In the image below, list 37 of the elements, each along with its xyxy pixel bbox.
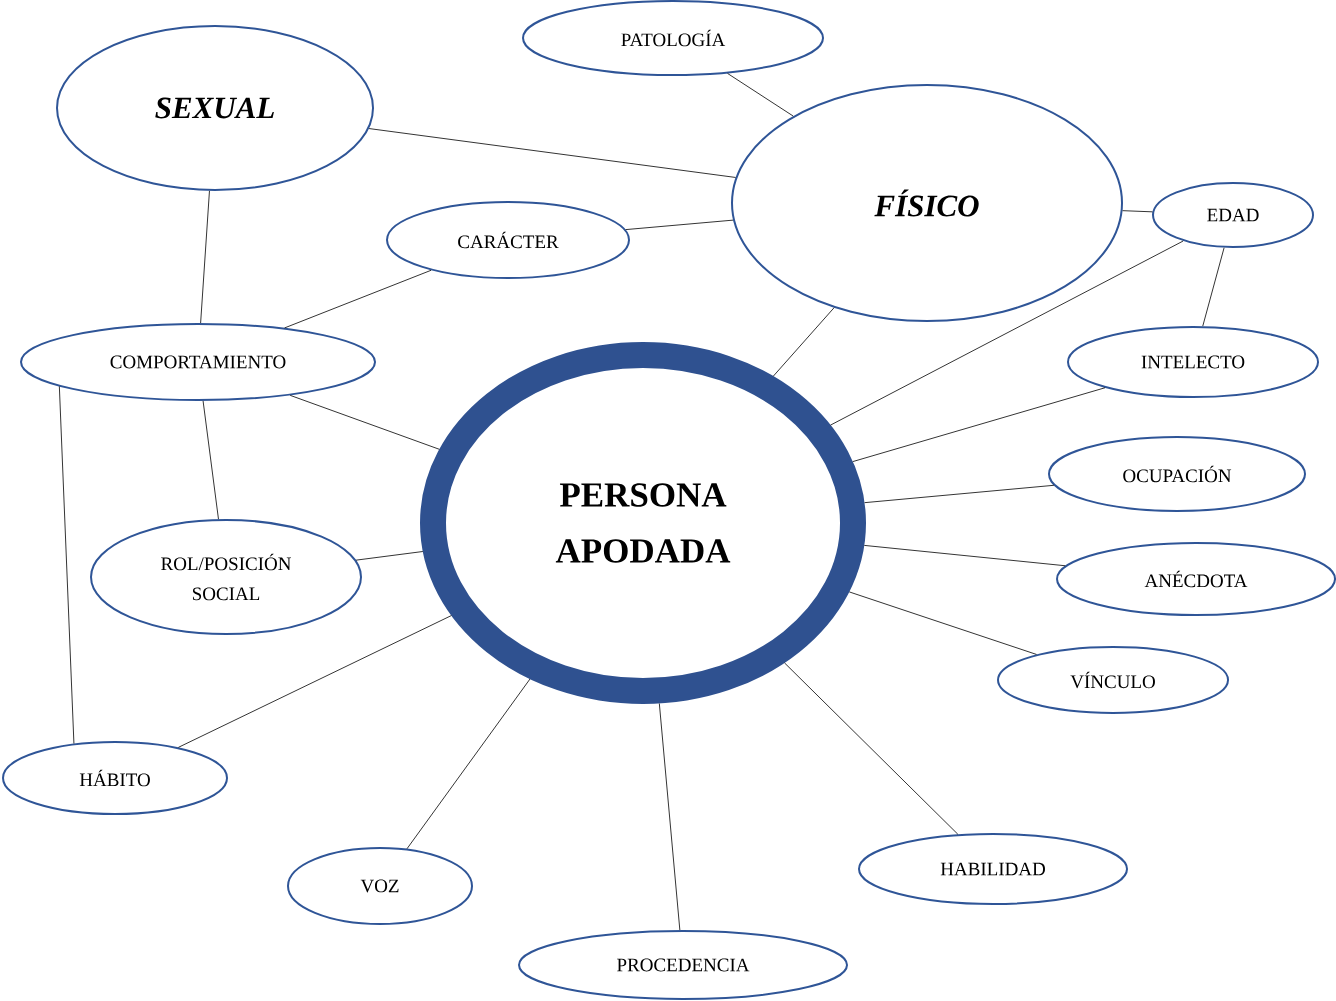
ellipse-node: HABILIDAD <box>858 833 1128 905</box>
connector-line <box>658 703 681 931</box>
ellipse-node: EDAD <box>1152 182 1314 248</box>
connector-line <box>202 400 219 520</box>
ellipse-node: OCUPACIÓN <box>1048 436 1306 512</box>
connector-line <box>830 240 1184 426</box>
connector-line <box>848 591 1037 655</box>
ellipse-node: HÁBITO <box>2 741 228 815</box>
ring-node: PERSONA APODADA <box>420 342 866 704</box>
connector-line <box>1202 247 1225 327</box>
connector-line <box>200 190 210 324</box>
ellipse-node: PATOLOGÍA <box>522 0 824 76</box>
ellipse-node: COMPORTAMIENTO <box>20 323 376 401</box>
ellipse-node: CARÁCTER <box>386 201 630 279</box>
connector-line <box>406 678 531 850</box>
connector-line <box>289 394 440 450</box>
connector-line <box>58 386 75 744</box>
connector-line <box>178 615 452 748</box>
ellipse-node: VÍNCULO <box>997 646 1229 714</box>
ellipse-node: INTELECTO <box>1067 326 1319 398</box>
connector-line <box>1122 210 1153 213</box>
connector-line <box>727 73 794 117</box>
connector-line <box>772 307 835 377</box>
ellipse-node: FÍSICO <box>731 84 1123 322</box>
ellipse-node: ROL/POSICIÓN SOCIAL <box>90 519 362 635</box>
connector-line <box>864 484 1055 504</box>
connector-line <box>863 545 1066 567</box>
connector-line <box>625 219 734 230</box>
connector-line <box>355 551 424 561</box>
connector-line <box>852 387 1106 462</box>
ellipse-node: PROCEDENCIA <box>518 930 848 1000</box>
ellipse-node: SEXUAL <box>56 25 374 191</box>
ellipse-node: ANÉCDOTA <box>1056 542 1336 616</box>
connector-line <box>368 128 736 178</box>
connector-line <box>784 662 959 835</box>
connector-line <box>284 269 432 329</box>
ellipse-node: VOZ <box>287 847 473 925</box>
